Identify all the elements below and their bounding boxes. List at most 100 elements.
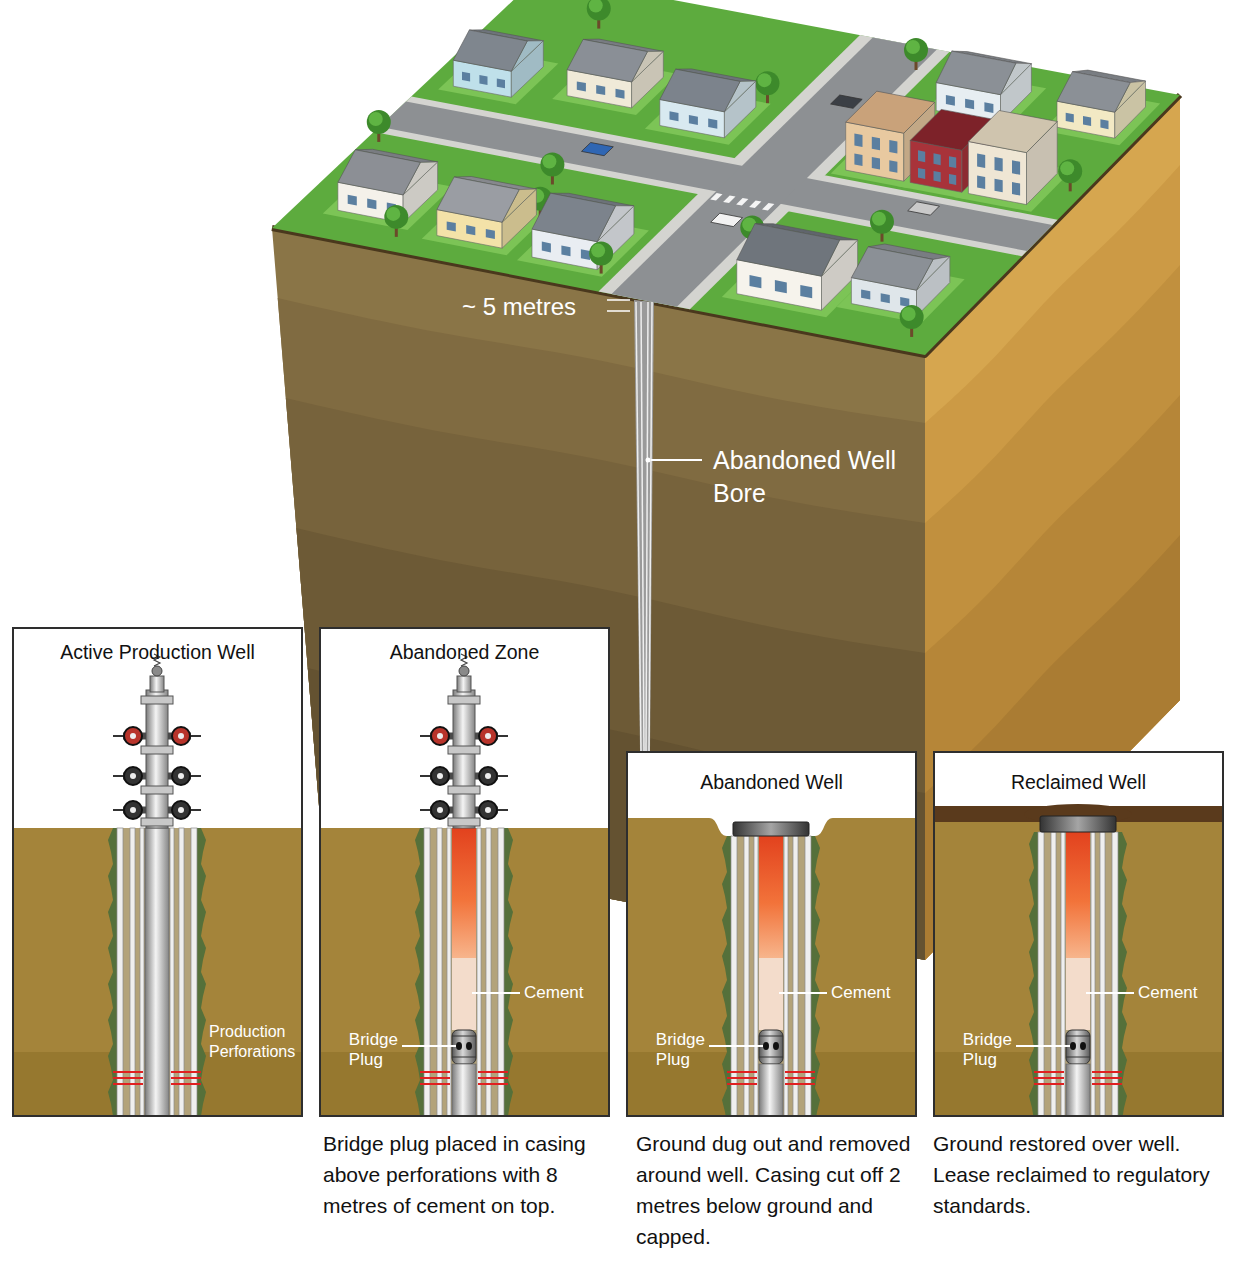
valve-handle <box>420 775 430 777</box>
casing-wall <box>784 836 788 1117</box>
casing-wall <box>170 828 174 1117</box>
perforation <box>1092 1077 1122 1079</box>
valve-hub <box>130 733 136 739</box>
casing-wall <box>140 828 144 1117</box>
wellhead-flange <box>141 786 173 794</box>
tree <box>589 242 613 274</box>
tree <box>1058 159 1082 191</box>
house-roof <box>936 51 1016 95</box>
tree <box>904 38 928 70</box>
cement-sheath <box>722 836 820 1117</box>
bridge-plug-slip <box>1080 1042 1086 1050</box>
perforation <box>478 1071 508 1073</box>
caption-text: Ground restored over well. Lease reclaim… <box>933 1128 1233 1221</box>
perforation <box>727 1071 757 1073</box>
house-window <box>881 293 890 303</box>
callout-label: Bridge Plug <box>656 1030 705 1070</box>
panel-sky <box>626 751 917 1117</box>
house-window <box>872 137 880 151</box>
dimension-label: ~ 5 metres <box>462 293 576 321</box>
perforation <box>1034 1083 1064 1085</box>
callout-label: Bridge Plug <box>963 1030 1012 1070</box>
cement-upper <box>452 828 476 958</box>
house-window <box>1100 119 1108 129</box>
house-window <box>670 111 679 121</box>
tree-crown <box>906 40 920 54</box>
house-roof <box>338 150 421 195</box>
house-window <box>750 275 762 288</box>
perforation <box>727 1083 757 1085</box>
casing-cap <box>733 822 809 836</box>
house-roof <box>567 39 647 82</box>
valve-hub <box>437 733 443 739</box>
house-window <box>1083 116 1091 126</box>
house-window <box>367 199 376 210</box>
tree-crown <box>369 112 383 126</box>
tree-crown <box>384 205 408 229</box>
house-window <box>462 72 470 82</box>
panel-title: Active Production Well <box>14 629 301 665</box>
casing-wall <box>1038 832 1044 1117</box>
bridge-plug-band <box>1066 1057 1090 1058</box>
casing-wall <box>486 828 491 1117</box>
tree <box>587 0 611 29</box>
house-window <box>486 229 495 239</box>
valve-hub <box>178 807 184 813</box>
perforation <box>1034 1077 1064 1079</box>
house <box>437 177 537 249</box>
leader-line <box>709 1045 763 1047</box>
panel-sky <box>12 627 303 1117</box>
perforation <box>171 1071 201 1073</box>
wellhead-flange <box>141 818 173 826</box>
perforation <box>1092 1083 1122 1085</box>
house-roof <box>660 69 740 112</box>
valve-wheel <box>124 727 142 745</box>
bridge-plug-band <box>759 1036 783 1037</box>
casing-wall <box>424 828 430 1117</box>
house-window <box>497 78 505 88</box>
caption-text: Bridge plug placed in casing above perfo… <box>323 1128 619 1221</box>
house-window <box>861 289 870 299</box>
tree-crown <box>587 0 611 21</box>
production-tubing <box>1066 1064 1090 1117</box>
panel-title: Abandoned Zone <box>321 629 608 665</box>
tree-crown <box>755 71 779 95</box>
bore-line <box>649 302 652 751</box>
cement-upper <box>1066 832 1090 958</box>
wellhead-stem <box>146 690 168 828</box>
tree <box>900 305 924 337</box>
valve-hub <box>437 773 443 779</box>
casing-annulus <box>1044 832 1112 1117</box>
house-window <box>995 179 1003 193</box>
soil <box>626 818 917 1117</box>
callout-label: Abandoned Well Bore <box>713 444 903 510</box>
house-window <box>946 95 955 106</box>
house-window <box>949 174 956 185</box>
bore-casing <box>634 300 654 751</box>
valve-handle <box>420 735 430 737</box>
crosswalk-stripe <box>749 201 761 209</box>
house-window <box>348 195 357 206</box>
house-window <box>479 75 487 85</box>
valve-hub <box>178 773 184 779</box>
house-roof <box>846 91 935 133</box>
callout-label: Cement <box>524 983 584 1003</box>
house-window <box>542 242 551 253</box>
valve-wheel <box>431 767 449 785</box>
well-panel-art <box>626 751 917 1117</box>
valve-hub <box>437 807 443 813</box>
dimension-tick <box>607 310 630 312</box>
crosswalk-stripe <box>762 203 774 211</box>
perforation <box>113 1083 143 1085</box>
valve-hub <box>485 773 491 779</box>
leader-line <box>651 459 702 461</box>
perforation <box>420 1083 450 1085</box>
house-window <box>616 89 625 99</box>
house-window <box>466 225 475 235</box>
callout-label: Cement <box>1138 983 1198 1003</box>
valve-wheel <box>479 727 497 745</box>
house-window <box>854 133 862 147</box>
car <box>831 95 863 108</box>
house-window <box>689 115 698 125</box>
wellhead-cap <box>457 676 471 692</box>
